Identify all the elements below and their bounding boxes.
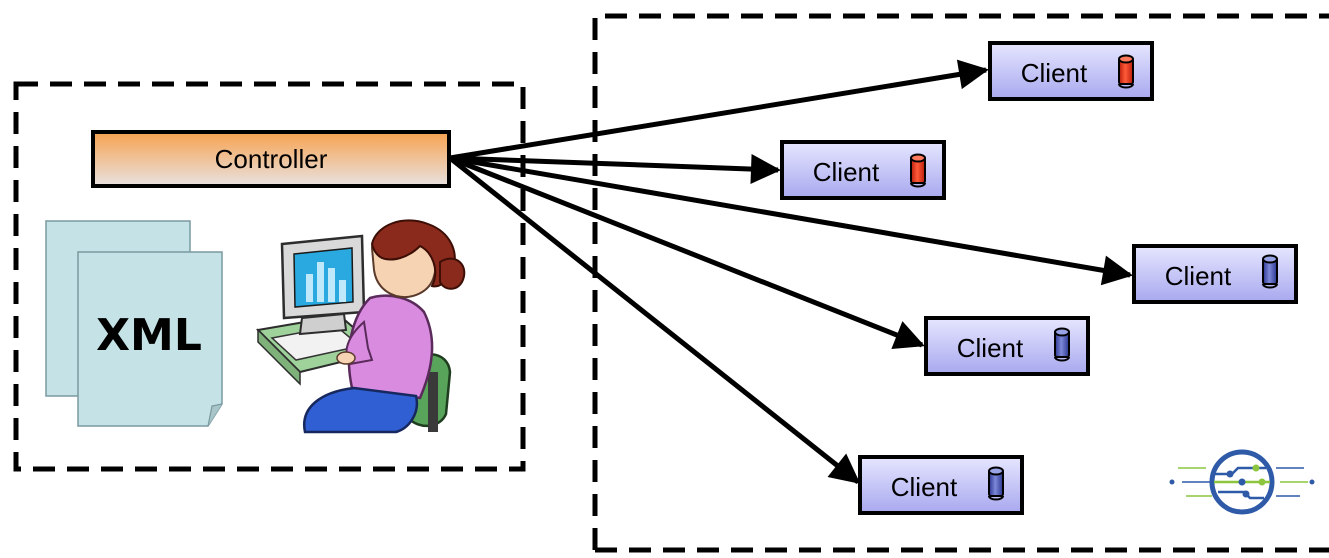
xml-label: XML <box>96 310 202 361</box>
clients-group-boundary <box>592 13 1329 550</box>
client-node-5: Client <box>858 455 1024 515</box>
connection-arrows <box>448 59 1133 484</box>
client-node-2: Client <box>780 140 946 200</box>
database-icon <box>1118 54 1134 89</box>
arrow-to-client-2 <box>449 154 781 185</box>
client-label: Client <box>813 157 880 187</box>
client-label: Client <box>891 472 958 502</box>
database-icon <box>988 466 1004 501</box>
client-label: Client <box>1021 58 1088 88</box>
client-node-1: Client <box>988 41 1154 101</box>
arrow-to-client-1 <box>449 59 989 161</box>
client-label: Client <box>1165 261 1232 291</box>
arrow-to-client-4 <box>449 155 925 350</box>
controller-node: Controller <box>91 130 451 188</box>
client-label: Client <box>957 333 1024 363</box>
controller-label: Controller <box>215 144 328 174</box>
client-node-4: Client <box>924 316 1090 376</box>
controller-group-boundary <box>13 81 526 472</box>
xml-document-icon: XML <box>45 220 223 427</box>
network-logo-icon <box>1169 449 1315 515</box>
user-at-computer-icon <box>255 219 466 434</box>
database-icon <box>1054 327 1070 362</box>
client-node-3: Client <box>1132 244 1298 304</box>
arrow-to-client-5 <box>448 156 861 484</box>
database-icon <box>1262 254 1278 289</box>
arrow-to-client-3 <box>449 155 1133 286</box>
database-icon <box>910 153 926 188</box>
